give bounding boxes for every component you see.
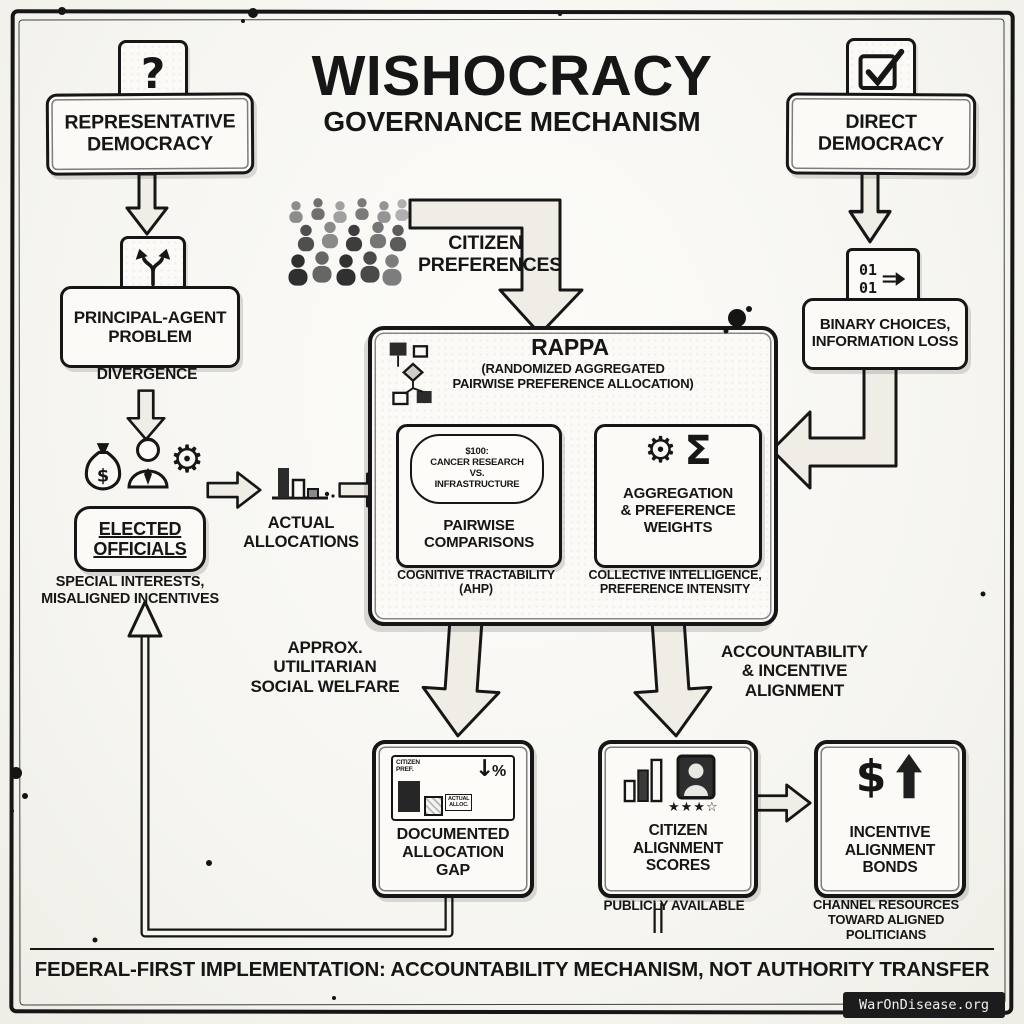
direct-democracy-box: DIRECT DEMOCRACY (785, 92, 977, 176)
portrait-icon (676, 754, 716, 800)
arrow-rep-to-principal (125, 172, 169, 236)
aggregation-label: AGGREGATION & PREFERENCE WEIGHTS (620, 485, 736, 537)
elected-officials-box: ELECTED OFFICIALS (74, 506, 206, 572)
rappa-subtitle: (RANDOMIZED AGGREGATED PAIRWISE PREFEREN… (452, 361, 694, 391)
alignment-scores-label: CITIZEN ALIGNMENT SCORES (632, 822, 724, 875)
accountability-label: ACCOUNTABILITY & INCENTIVE ALIGNMENT (720, 642, 869, 700)
gap-actual-label: ACTUAL ALLOC. (445, 794, 473, 811)
crowd-icon (288, 198, 409, 286)
arrow-rappa-to-scores (633, 613, 713, 738)
flowchart-icon (389, 342, 432, 406)
binary-choices-box: BINARY CHOICES, INFORMATION LOSS (802, 298, 968, 370)
loop-up-arrowhead (127, 600, 163, 638)
incentive-bonds-label: INCENTIVE ALIGNMENT BONDS (844, 824, 936, 877)
checkbox-icon (858, 48, 905, 91)
arrow-direct-to-binary (848, 170, 892, 244)
page-subtitle: GOVERNANCE MECHANISM (323, 106, 701, 137)
pairwise-caption: COGNITIVE TRACTABILITY (AHP) (397, 568, 555, 597)
question-mark-icon: ? (140, 49, 166, 98)
star-rating: ★★★☆ (668, 800, 719, 815)
incentive-bonds-box: $ INCENTIVE ALIGNMENT BONDS (814, 740, 966, 898)
principal-agent-box: PRINCIPAL-AGENT PROBLEM (60, 286, 240, 368)
arrow-principal-to-elected (126, 389, 166, 441)
arrow-elected-to-allocations (206, 471, 262, 509)
scores-bars-icon (623, 758, 663, 803)
arrow-binary-to-rappa (770, 362, 898, 490)
gap-citizen-bar (398, 781, 420, 812)
aggregation-icons: ⚙ Σ (644, 431, 711, 471)
gear-icon: ⚙ (644, 430, 677, 471)
pairwise-label: PAIRWISE COMPARISONS (423, 517, 535, 552)
allocation-gap-label: DOCUMENTED ALLOCATION GAP (396, 826, 510, 880)
bonds-caption: CHANNEL RESOURCES TOWARD ALIGNED POLITIC… (813, 897, 959, 942)
svg-text:$: $ (97, 467, 109, 487)
fork-icon (135, 248, 171, 287)
watermark-badge: WarOnDisease.org (843, 992, 1005, 1018)
binary-digits: 01 01 (858, 261, 878, 297)
representative-democracy-box: REPRESENTATIVE DEMOCRACY (45, 92, 255, 176)
gap-percent: % (492, 763, 507, 780)
gap-chart-icon: CITIZEN PREF. ACTUAL ALLOC. ↓ % (391, 755, 515, 821)
special-interests-label: SPECIAL INTERESTS, MISALIGNED INCENTIVES (41, 574, 219, 607)
bonds-icons: $ (856, 752, 924, 802)
social-welfare-label: APPROX. UTILITARIAN SOCIAL WELFARE (250, 638, 400, 696)
alignment-scores-box: ★★★☆ CITIZEN ALIGNMENT SCORES (598, 740, 758, 898)
divergence-label: DIVERGENCE (96, 366, 198, 383)
allocation-gap-box: CITIZEN PREF. ACTUAL ALLOC. ↓ % DOCUMENT… (372, 740, 534, 898)
gap-citizen-label: CITIZEN PREF. (396, 759, 420, 774)
footer-separator (30, 948, 994, 950)
thought-bubble: $100: CANCER RESEARCH VS. INFRASTRUCTURE (410, 434, 544, 504)
dollar-icon: $ (855, 751, 887, 802)
aggregation-caption: COLLECTIVE INTELLIGENCE, PREFERENCE INTE… (588, 568, 762, 597)
citizen-preferences-label: CITIZEN PREFERENCES (418, 232, 563, 277)
footer-banner: FEDERAL-FIRST IMPLEMENTATION: ACCOUNTABI… (34, 958, 990, 981)
up-arrow-icon (896, 753, 923, 799)
publicly-available-caption: PUBLICLY AVAILABLE (603, 898, 745, 913)
rappa-title: RAPPA (531, 334, 609, 360)
binary-arrow-icon (882, 272, 906, 286)
arrow-citizen-to-rappa (408, 198, 584, 336)
aggregation-box: ⚙ Σ AGGREGATION & PREFERENCE WEIGHTS (594, 424, 762, 568)
down-arrow-icon: ↓ (475, 756, 495, 782)
money-bag-icon: $ (84, 443, 122, 491)
gear-icon: ⚙ (170, 437, 205, 481)
arrow-rappa-to-gap (421, 613, 501, 738)
arrow-scores-to-bonds (754, 783, 812, 823)
page-title: WISHOCRACY (311, 44, 713, 108)
official-person-icon (127, 437, 169, 489)
gap-actual-bar (424, 796, 443, 816)
allocations-chart-icon (272, 468, 335, 500)
actual-allocations-label: ACTUAL ALLOCATIONS (243, 514, 359, 551)
pairwise-comparisons-box: $100: CANCER RESEARCH VS. INFRASTRUCTURE… (396, 424, 562, 568)
sigma-icon: Σ (684, 428, 712, 474)
